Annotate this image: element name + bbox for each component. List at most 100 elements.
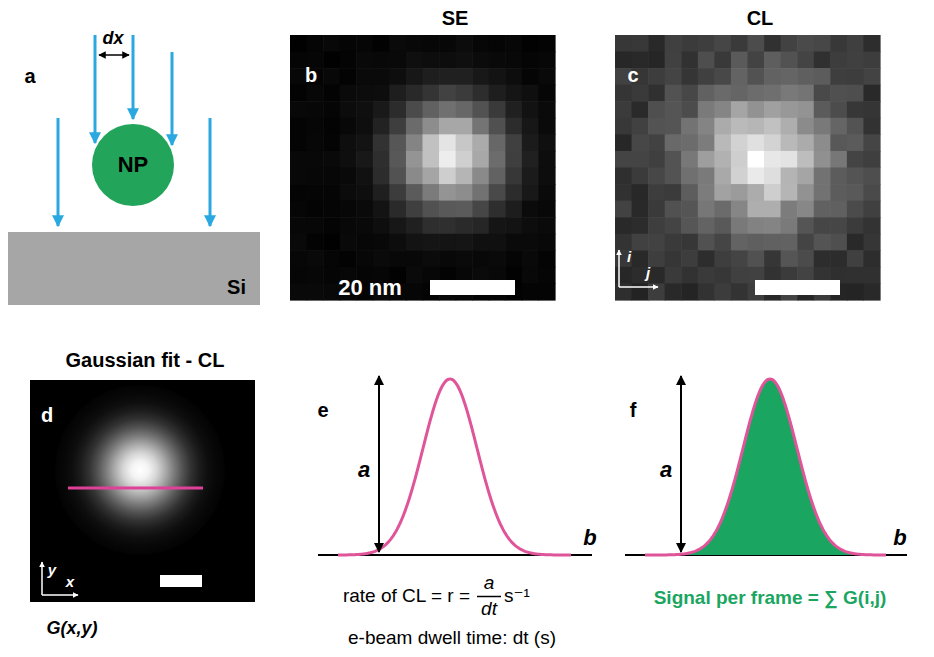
image-pixel [748, 134, 765, 151]
image-pixel [439, 201, 456, 218]
image-pixel [863, 250, 880, 267]
node-label: Si [227, 276, 246, 299]
amplitude-label: a [660, 457, 672, 482]
image-pixel [632, 35, 649, 52]
image-pixel [632, 151, 649, 168]
image-pixel [505, 101, 522, 118]
image-pixel [538, 250, 555, 267]
image-pixel [290, 101, 307, 118]
image-pixel [290, 118, 307, 135]
image-pixel [731, 267, 748, 284]
image-pixel [748, 234, 765, 251]
image-pixel [681, 151, 698, 168]
image-pixel [847, 85, 864, 102]
image-pixel [406, 267, 423, 284]
image-pixel [439, 250, 456, 267]
image-pixel [830, 101, 847, 118]
image-pixel [356, 151, 373, 168]
image-pixel [648, 267, 665, 284]
image-pixel [698, 250, 715, 267]
image-pixel [797, 118, 814, 135]
image-pixel [406, 118, 423, 135]
image-pixel [681, 201, 698, 218]
image-pixel [665, 118, 682, 135]
image-pixel [698, 52, 715, 69]
image-pixel [781, 151, 798, 168]
image-pixel [830, 250, 847, 267]
image-pixel [632, 217, 649, 234]
image-pixel [340, 35, 357, 52]
image-pixel [797, 234, 814, 251]
image-pixel [373, 52, 390, 69]
image-pixel [406, 217, 423, 234]
image-pixel [681, 118, 698, 135]
image-pixel [307, 234, 324, 251]
amplitude-label: a [358, 457, 370, 482]
image-pixel [489, 168, 506, 185]
image-pixel [439, 68, 456, 85]
image-pixel [665, 101, 682, 118]
image-pixel [307, 250, 324, 267]
image-pixel [648, 134, 665, 151]
image-pixel [714, 134, 731, 151]
image-pixel [863, 201, 880, 218]
image-pixel [648, 85, 665, 102]
image-pixel [615, 85, 632, 102]
image-pixel [290, 283, 307, 300]
image-pixel [648, 101, 665, 118]
fraction-bar [477, 596, 501, 598]
image-pixel [648, 234, 665, 251]
image-pixel [814, 35, 831, 52]
image-pixel [615, 101, 632, 118]
image-pixel [489, 217, 506, 234]
image-pixel [714, 283, 731, 300]
image-pixel [830, 168, 847, 185]
image-pixel [505, 250, 522, 267]
image-pixel [389, 85, 406, 102]
image-pixel [307, 35, 324, 52]
image-pixel [456, 217, 473, 234]
image-pixel [714, 35, 731, 52]
gaussian-curve [338, 379, 571, 555]
image-pixel [505, 52, 522, 69]
image-pixel [439, 52, 456, 69]
image-pixel [489, 68, 506, 85]
image-pixel [830, 201, 847, 218]
image-pixel [406, 85, 423, 102]
image-pixel [505, 151, 522, 168]
image-pixel [830, 151, 847, 168]
image-pixel [489, 151, 506, 168]
image-pixel [423, 250, 440, 267]
image-pixel [505, 85, 522, 102]
image-pixel [681, 184, 698, 201]
image-pixel [764, 101, 781, 118]
image-pixel [340, 134, 357, 151]
image-pixel [714, 234, 731, 251]
image-pixel [290, 250, 307, 267]
image-pixel [423, 68, 440, 85]
image-pixel [847, 134, 864, 151]
image-pixel [847, 217, 864, 234]
image-pixel [731, 134, 748, 151]
image-pixel [505, 35, 522, 52]
image-pixel [863, 283, 880, 300]
axis-arrow [618, 250, 620, 287]
electron-beam-arrow [171, 52, 174, 145]
image-pixel [764, 134, 781, 151]
image-pixel [505, 234, 522, 251]
image-pixel [714, 101, 731, 118]
image-pixel [522, 151, 539, 168]
image-pixel [731, 283, 748, 300]
image-pixel [389, 184, 406, 201]
image-pixel [406, 134, 423, 151]
image-pixel [863, 151, 880, 168]
image-pixel [698, 283, 715, 300]
image-pixel [340, 118, 357, 135]
image-pixel [522, 35, 539, 52]
image-pixel [648, 201, 665, 218]
image-pixel [632, 118, 649, 135]
axis-label: y [48, 561, 56, 578]
image-pixel [665, 52, 682, 69]
